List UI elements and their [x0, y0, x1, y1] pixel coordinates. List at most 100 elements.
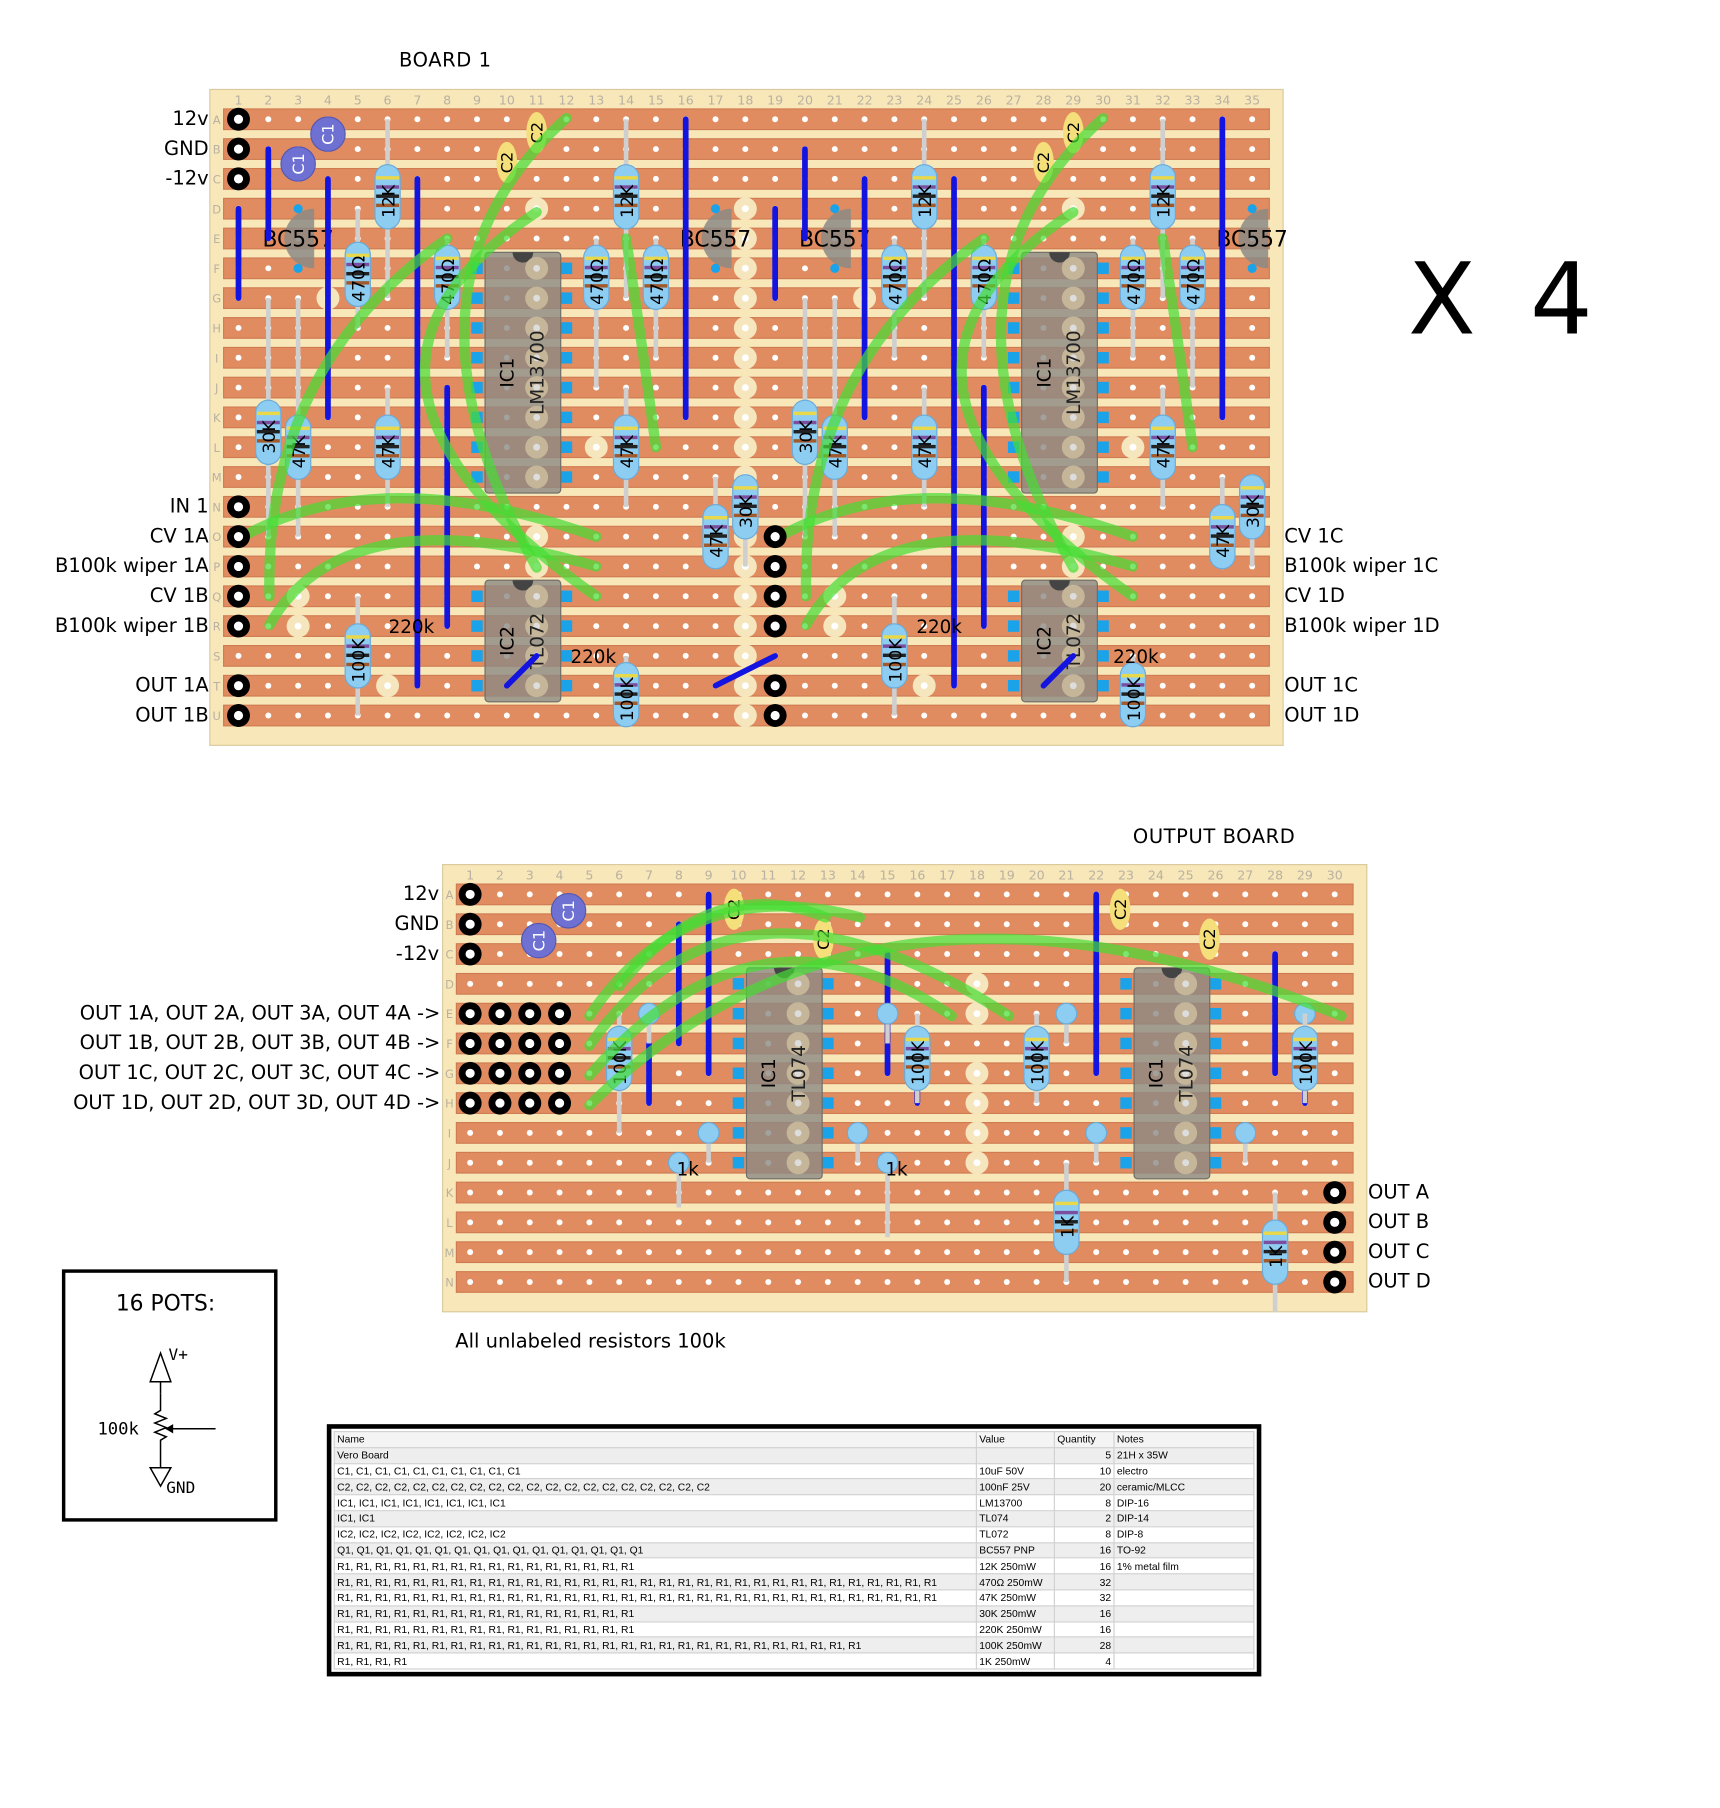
resistor-value: 12K — [1155, 184, 1175, 218]
copper-strip — [455, 1271, 1354, 1293]
bom-notes — [1113, 1589, 1255, 1607]
bom-name: C1, C1, C1, C1, C1, C1, C1, C1, C1, C1 — [333, 1462, 977, 1480]
hole — [1249, 623, 1256, 630]
resistor: 100K — [1023, 1013, 1050, 1104]
bom-value: 10uF 50V — [975, 1462, 1055, 1480]
row-letter: B — [446, 918, 454, 932]
row-letter: I — [215, 351, 218, 365]
column-number: 19 — [999, 867, 1015, 882]
resistor: 47K — [374, 387, 401, 507]
ceramic-capacitor: C2 — [1033, 141, 1054, 184]
hole — [235, 354, 242, 361]
hole — [354, 146, 361, 153]
column-number: 13 — [588, 92, 604, 107]
hole — [831, 175, 838, 182]
column-number: 20 — [797, 92, 813, 107]
bom-name: IC1, IC1, IC1, IC1, IC1, IC1, IC1, IC1 — [333, 1494, 977, 1512]
column-number: 7 — [645, 867, 653, 882]
hole — [652, 533, 659, 540]
hole — [1129, 116, 1136, 123]
hole — [354, 175, 361, 182]
hole — [675, 891, 682, 898]
column-number: 9 — [705, 867, 713, 882]
wire-link — [503, 653, 540, 689]
hole — [563, 235, 570, 242]
connection-label: B100k wiper 1A — [54, 554, 209, 578]
bom-name: R1, R1, R1, R1, R1, R1, R1, R1, R1, R1, … — [333, 1605, 977, 1623]
resistor-end — [846, 1122, 869, 1144]
hole — [884, 1100, 891, 1107]
hole — [1301, 1159, 1308, 1166]
resistor-value: 470Ω — [1125, 259, 1145, 305]
hole — [944, 1159, 951, 1166]
hole — [1189, 146, 1196, 153]
hole — [295, 116, 302, 123]
hole — [772, 384, 779, 391]
hole — [1331, 1070, 1338, 1077]
bom-notes: DIP-14 — [1113, 1510, 1255, 1528]
hole — [384, 324, 391, 331]
column-number: 13 — [820, 867, 836, 882]
hole — [1182, 1278, 1189, 1285]
hole — [921, 354, 928, 361]
hole — [616, 951, 623, 958]
hole — [742, 146, 749, 153]
bom-row: R1, R1, R1, R1, R1, R1, R1, R1, R1, R1, … — [333, 1605, 1255, 1623]
hole — [712, 444, 719, 451]
hole — [1159, 324, 1166, 331]
bom-column-header[interactable]: Quantity — [1053, 1431, 1115, 1449]
hole — [354, 444, 361, 451]
hole — [980, 682, 987, 689]
connection-label: -12v — [395, 942, 440, 966]
hole — [1063, 980, 1070, 987]
hole — [1033, 1129, 1040, 1136]
bom-notes: DIP-8 — [1113, 1525, 1255, 1543]
hole — [824, 1249, 831, 1256]
hole — [772, 354, 779, 361]
hole — [1331, 980, 1338, 987]
bom-row: R1, R1, R1, R1, R1, R1, R1, R1, R1, R1, … — [333, 1636, 1255, 1654]
hole — [1331, 1040, 1338, 1047]
bom-notes: DIP-16 — [1113, 1494, 1255, 1512]
electrolytic-capacitor: C1 — [520, 922, 557, 959]
hole — [1033, 1249, 1040, 1256]
capacitor-label: C1 — [559, 900, 578, 921]
hole — [712, 593, 719, 600]
hole — [295, 682, 302, 689]
ic-part-number: LM13700 — [528, 330, 549, 414]
hole — [682, 682, 689, 689]
resistor-value: 12K — [379, 184, 399, 218]
hole — [705, 1249, 712, 1256]
hole — [1219, 444, 1226, 451]
row-letter: C — [445, 948, 453, 962]
column-number: 21 — [1058, 867, 1074, 882]
hole — [1212, 1189, 1219, 1196]
hole — [324, 593, 331, 600]
hole — [1003, 1040, 1010, 1047]
bom-notes: electro — [1113, 1462, 1255, 1480]
hole — [1219, 652, 1226, 659]
hole — [973, 1249, 980, 1256]
bom-quantity: 4 — [1053, 1652, 1115, 1670]
bom-column-header[interactable]: Notes — [1113, 1431, 1255, 1449]
hole — [831, 146, 838, 153]
hole — [496, 951, 503, 958]
hole — [1249, 652, 1256, 659]
hole — [712, 116, 719, 123]
hole — [1093, 1249, 1100, 1256]
bom-column-header[interactable]: Value — [975, 1431, 1055, 1449]
connection-label: OUT 1C, OUT 2C, OUT 3C, OUT 4C -> — [78, 1061, 441, 1085]
ic-reference: IC1 — [498, 358, 519, 388]
column-number: 12 — [558, 92, 574, 107]
hole — [675, 1129, 682, 1136]
hole — [586, 980, 593, 987]
hole — [712, 354, 719, 361]
hole — [824, 1219, 831, 1226]
row-letter: Q — [212, 590, 221, 604]
hole — [951, 712, 958, 719]
hole — [1152, 1278, 1159, 1285]
resistor-value: 470Ω — [350, 256, 370, 302]
bom-column-header[interactable]: Name — [333, 1431, 977, 1449]
bom-quantity: 5 — [1053, 1446, 1115, 1464]
